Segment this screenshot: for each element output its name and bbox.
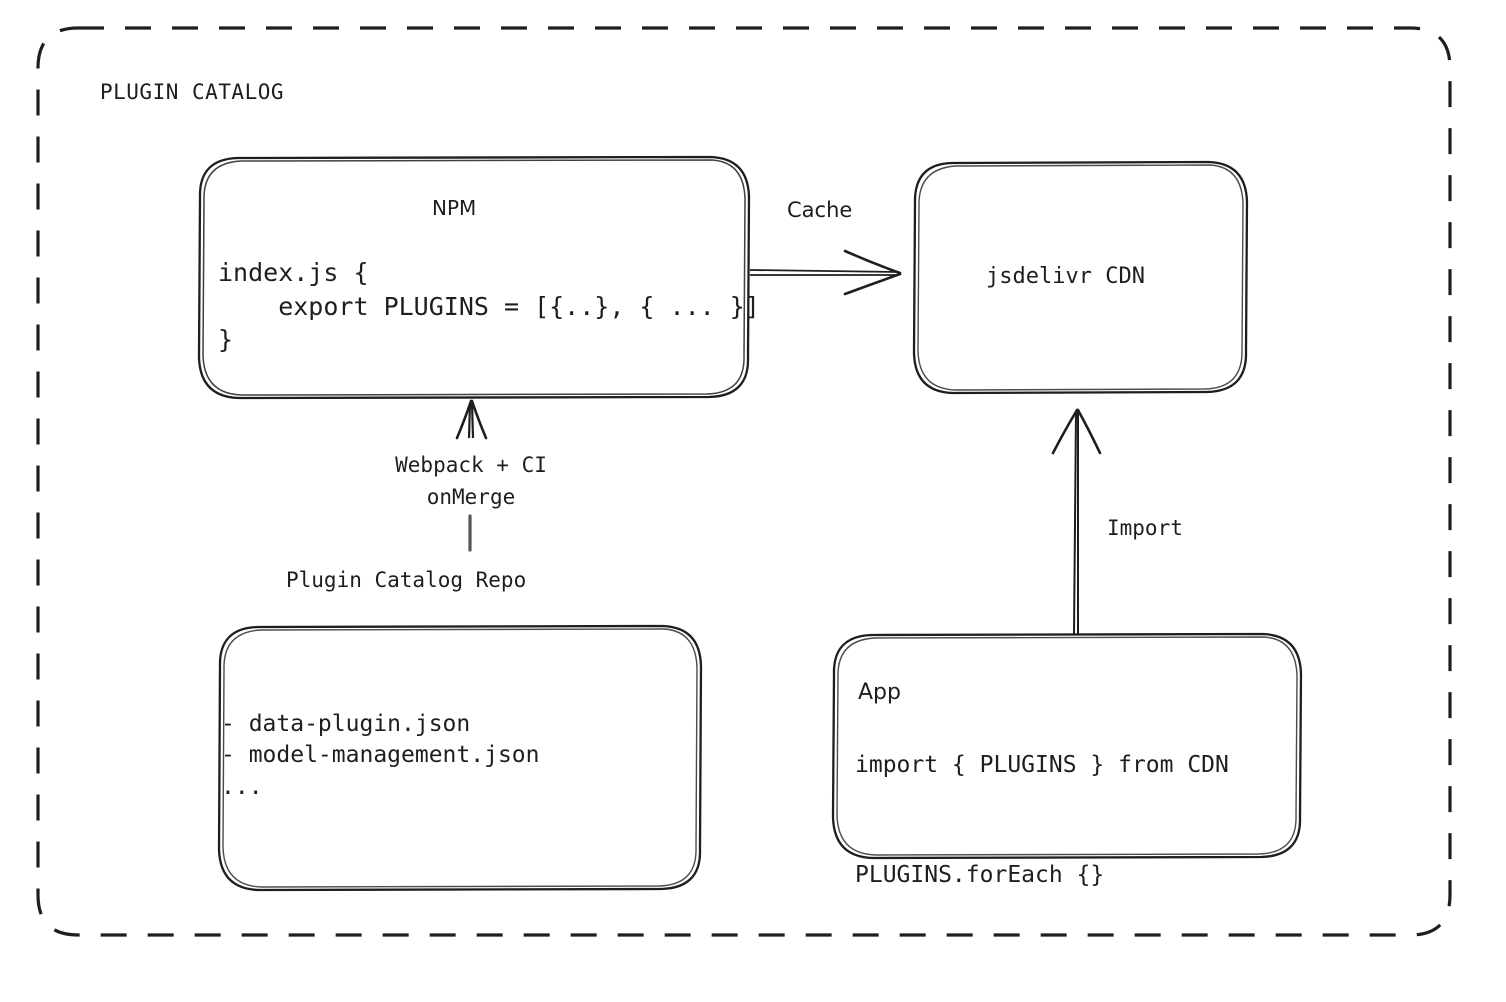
plugin-catalog-repo-node[interactable] [217,624,703,892]
npm-node-title: NPM [432,196,477,220]
npm-node[interactable] [197,155,751,400]
plugin-catalog-container [36,26,1452,937]
app-node-title: App [858,680,901,705]
build-edge-label: Webpack + CI onMerge [395,453,547,509]
plugin-catalog-repo-title: Plugin Catalog Repo [286,568,527,592]
cache-arrow [749,249,902,296]
app-node[interactable] [831,632,1303,860]
cache-edge-label: Cache [787,198,853,222]
import-edge-label: Import [1107,516,1183,540]
jsdelivr-cdn-title: jsdelivr CDN [986,264,1145,289]
plugin-catalog-title: PLUGIN CATALOG [100,80,285,104]
npm-node-code: index.js { export PLUGINS = [{..}, { ...… [218,258,760,354]
import-arrow [1051,408,1102,635]
app-node-code: import { PLUGINS } from CDN PLUGINS.forE… [855,752,1229,889]
jsdelivr-cdn-node[interactable] [912,160,1249,395]
build-arrow [455,399,488,552]
plugin-catalog-repo-files: - data-plugin.json - model-management.js… [221,711,540,800]
